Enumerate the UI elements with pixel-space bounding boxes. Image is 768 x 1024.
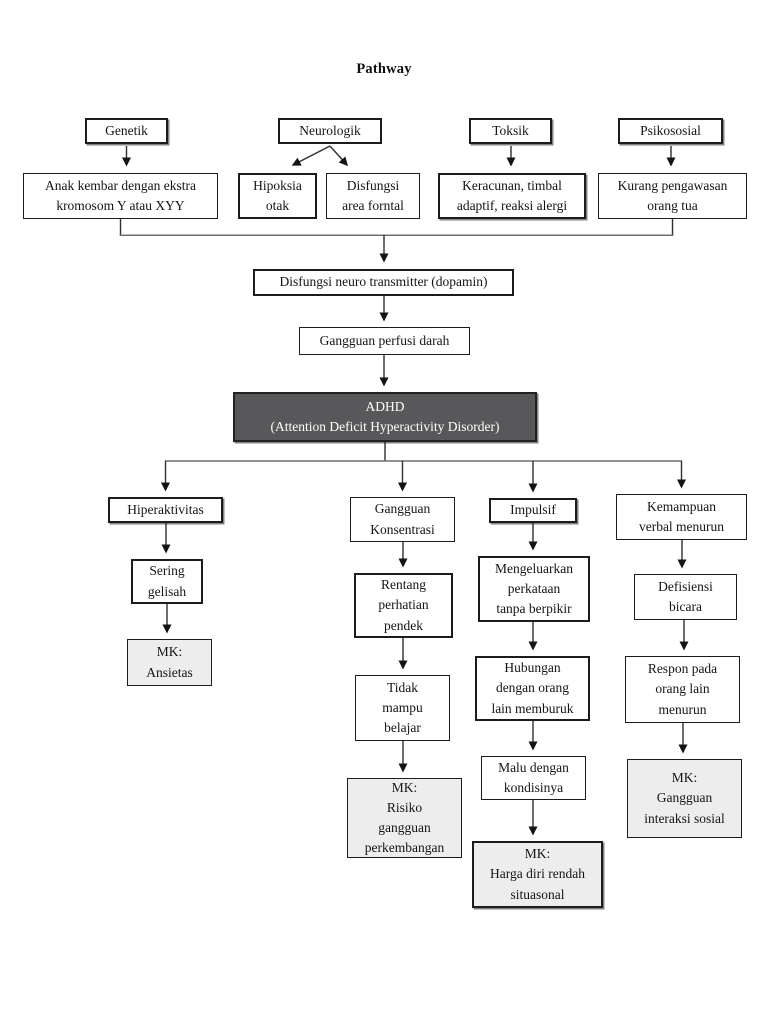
node-genetik-detail: Anak kembar dengan ekstra kromosom Y ata… bbox=[23, 173, 218, 219]
mk-harga-diri-box: MK: Harga diri rendah situasonal bbox=[472, 841, 603, 908]
connector-neurologik-disfungsi bbox=[329, 145, 349, 167]
node-disfungsi-area-frontal: Disfungsi area forntal bbox=[326, 173, 420, 219]
node-malu-kondisi: Malu dengan kondisinya bbox=[481, 756, 586, 800]
page-title: Pathway bbox=[356, 61, 412, 77]
node-mengeluarkan-perkataan: Mengeluarkan perkataan tanpa berpikir bbox=[478, 556, 590, 622]
diagnosis-box: ADHD (Attention Deficit Hyperactivity Di… bbox=[233, 392, 537, 442]
mk-interaksi-sosial-box: MK: Gangguan interaksi sosial bbox=[627, 759, 742, 838]
node-neurologik: Neurologik bbox=[278, 118, 382, 144]
node-kurang-pengawasan: Kurang pengawasan orang tua bbox=[598, 173, 747, 219]
node-keracunan: Keracunan, timbal adaptif, reaksi alergi bbox=[438, 173, 586, 219]
node-tidak-mampu-belajar: Tidak mampu belajar bbox=[355, 675, 450, 741]
mk-ansietas-box: MK: Ansietas bbox=[127, 639, 212, 686]
node-genetik: Genetik bbox=[85, 118, 168, 144]
node-defisiensi-bicara: Defisiensi bicara bbox=[634, 574, 737, 620]
node-hubungan-memburuk: Hubungan dengan orang lain memburuk bbox=[475, 656, 590, 721]
node-gangguan-konsentrasi: Gangguan Konsentrasi bbox=[350, 497, 455, 542]
node-kemampuan-verbal: Kemampuan verbal menurun bbox=[616, 494, 747, 540]
node-toksik: Toksik bbox=[469, 118, 552, 144]
node-perfusi-darah: Gangguan perfusi darah bbox=[299, 327, 470, 355]
node-rentang-perhatian: Rentang perhatian pendek bbox=[354, 573, 453, 638]
mk-risiko-box: MK: Risiko gangguan perkembangan bbox=[347, 778, 462, 858]
node-hiperaktivitas: Hiperaktivitas bbox=[108, 497, 223, 523]
node-respon-menurun: Respon pada orang lain menurun bbox=[625, 656, 740, 723]
node-impulsif: Impulsif bbox=[489, 498, 577, 523]
node-sering-gelisah: Sering gelisah bbox=[131, 559, 203, 604]
node-psikososial: Psikososial bbox=[618, 118, 723, 144]
node-neurotransmitter: Disfungsi neuro transmitter (dopamin) bbox=[253, 269, 514, 296]
node-hipoksia-otak: Hipoksia otak bbox=[238, 173, 317, 219]
connector-neurologik-hipoksia bbox=[291, 145, 331, 166]
